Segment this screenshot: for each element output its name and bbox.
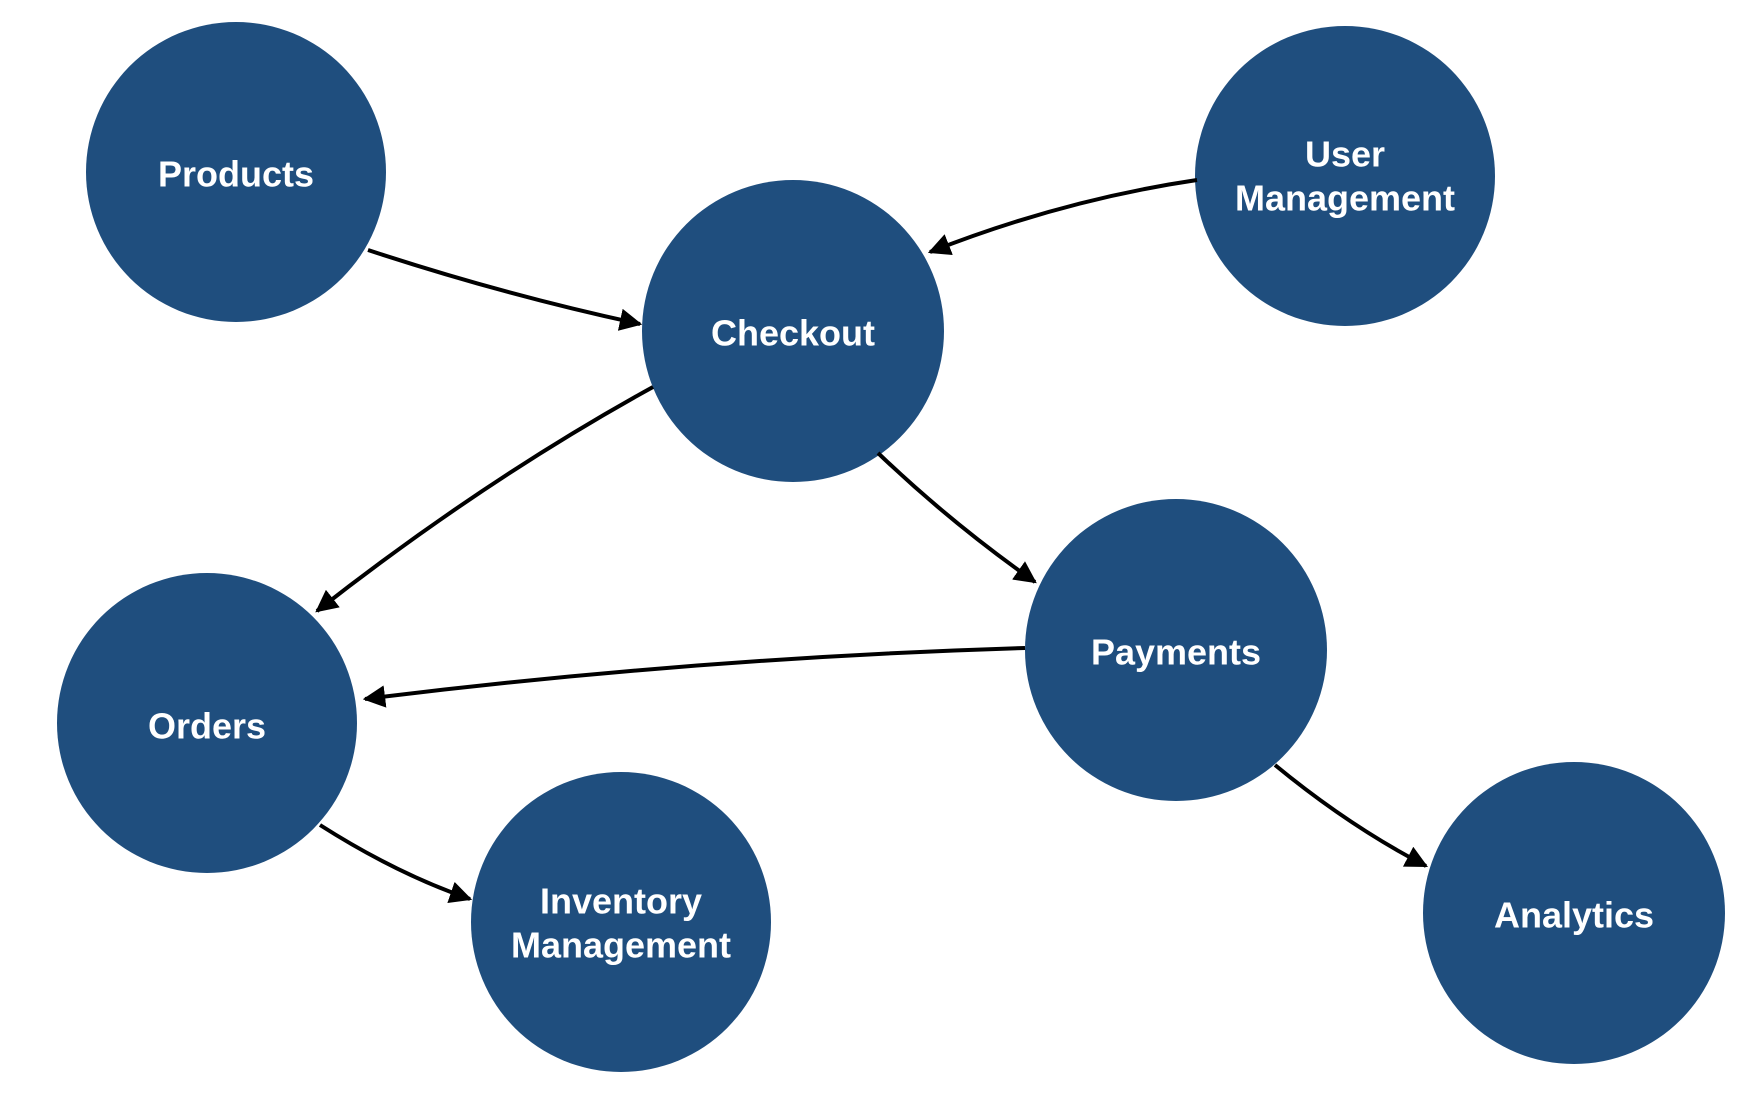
node-inventory-management: Inventory Management — [471, 772, 771, 1072]
edge-payments-to-orders[interactable] — [362, 646, 1026, 708]
node-orders: Orders — [57, 573, 357, 873]
node-checkout-circle[interactable] — [642, 180, 944, 482]
edge-checkout-to-orders[interactable] — [315, 385, 654, 613]
node-payments-circle[interactable] — [1025, 499, 1327, 801]
node-products-circle[interactable] — [86, 22, 386, 322]
edge-products-to-checkout[interactable] — [367, 248, 643, 331]
node-user-management: User Management — [1195, 26, 1495, 326]
node-checkout: Checkout — [642, 180, 944, 482]
edge-user-management-to-checkout[interactable] — [927, 178, 1198, 256]
edge-checkout-to-payments[interactable] — [876, 451, 1037, 584]
edge-payments-to-analytics[interactable] — [1273, 763, 1428, 868]
node-products: Products — [86, 22, 386, 322]
node-inventory-management-circle[interactable] — [471, 772, 771, 1072]
node-user-management-circle[interactable] — [1195, 26, 1495, 326]
node-orders-circle[interactable] — [57, 573, 357, 873]
node-analytics-circle[interactable] — [1423, 762, 1725, 1064]
edge-orders-to-inventory-management[interactable] — [318, 823, 473, 904]
node-payments: Payments — [1025, 499, 1327, 801]
node-analytics: Analytics — [1423, 762, 1725, 1064]
